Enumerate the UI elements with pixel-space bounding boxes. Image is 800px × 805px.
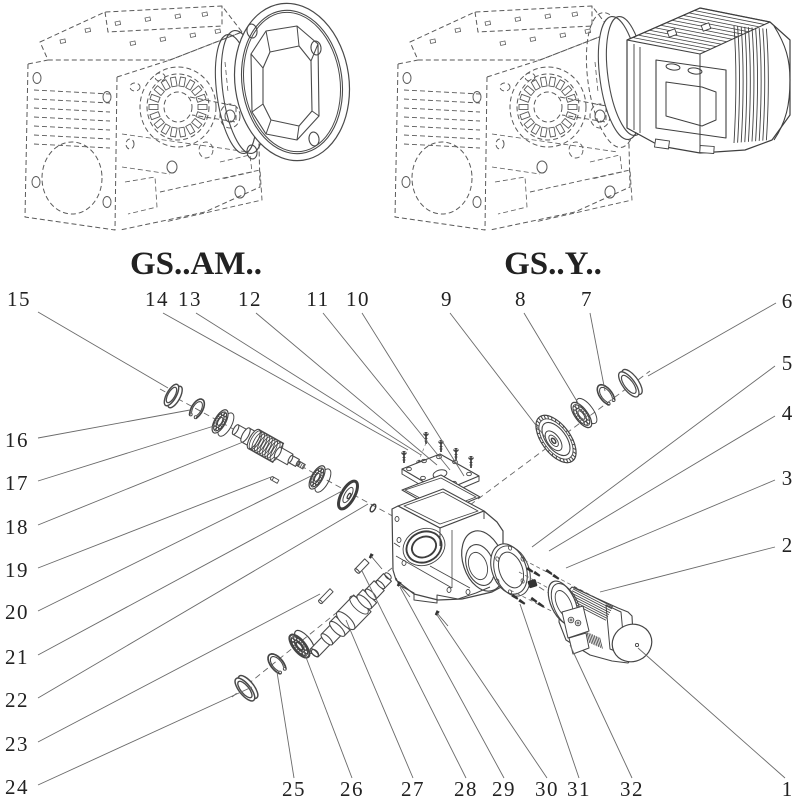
svg-text:4: 4 (782, 401, 793, 425)
svg-text:22: 22 (5, 688, 29, 712)
svg-text:8: 8 (515, 287, 527, 311)
svg-text:18: 18 (5, 515, 29, 539)
svg-text:3: 3 (782, 466, 793, 490)
svg-text:31: 31 (567, 777, 591, 800)
svg-text:29: 29 (492, 777, 516, 800)
svg-text:5: 5 (782, 351, 793, 375)
svg-text:1: 1 (782, 777, 793, 800)
svg-text:GS..AM..: GS..AM.. (130, 246, 262, 282)
svg-text:21: 21 (5, 645, 29, 669)
svg-text:23: 23 (5, 732, 29, 756)
svg-text:14: 14 (145, 287, 169, 311)
svg-text:2: 2 (782, 533, 793, 557)
svg-text:25: 25 (282, 777, 306, 800)
svg-text:32: 32 (620, 777, 644, 800)
svg-text:16: 16 (5, 428, 29, 452)
svg-text:17: 17 (5, 471, 29, 495)
svg-text:27: 27 (401, 777, 425, 800)
svg-text:19: 19 (5, 558, 29, 582)
svg-text:11: 11 (306, 287, 329, 311)
svg-text:6: 6 (782, 289, 793, 313)
svg-text:10: 10 (346, 287, 370, 311)
svg-text:26: 26 (340, 777, 364, 800)
svg-text:24: 24 (5, 775, 29, 799)
svg-text:28: 28 (454, 777, 478, 800)
svg-text:15: 15 (7, 287, 31, 311)
svg-text:12: 12 (238, 287, 262, 311)
svg-text:13: 13 (178, 287, 202, 311)
svg-text:GS..Y..: GS..Y.. (504, 246, 602, 282)
svg-text:20: 20 (5, 600, 29, 624)
svg-text:9: 9 (441, 287, 453, 311)
svg-text:30: 30 (535, 777, 559, 800)
svg-text:7: 7 (581, 287, 593, 311)
